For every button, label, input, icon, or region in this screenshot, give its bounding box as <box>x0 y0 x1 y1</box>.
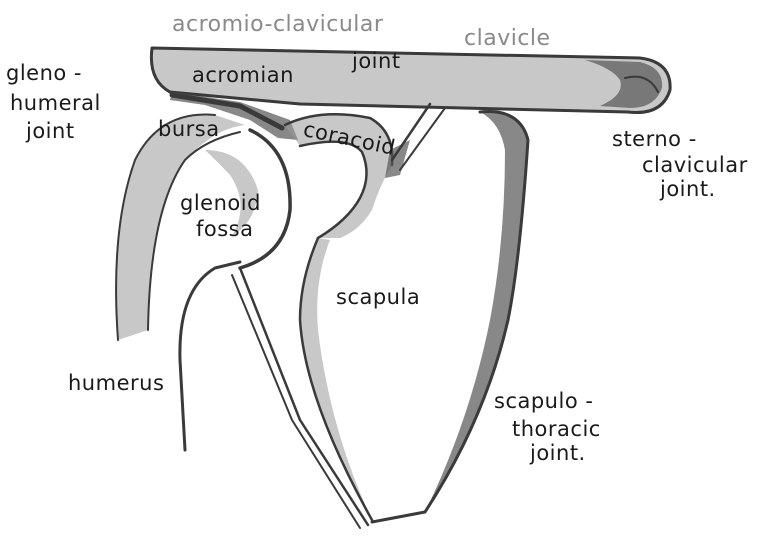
label-sterno-3: joint. <box>660 177 716 201</box>
humerus-bone <box>115 113 245 452</box>
label-gleno-3: joint <box>26 119 75 143</box>
glenoid-head <box>205 128 292 270</box>
label-acromio-joint: joint <box>352 49 401 73</box>
label-scapulo-1: scapulo - <box>494 389 594 413</box>
label-gleno-1: gleno - <box>6 61 82 85</box>
clavicle-bone <box>149 46 672 115</box>
label-scapulo-2: thoracic <box>512 417 601 441</box>
scapula-bone <box>231 102 530 529</box>
label-sterno-2: clavicular <box>642 153 748 177</box>
label-acromio-clavicular: acromio-clavicular <box>172 12 384 37</box>
label-clavicle: clavicle <box>464 26 551 51</box>
label-glenoid-1: glenoid <box>180 191 261 215</box>
label-scapula: scapula <box>336 285 421 309</box>
label-humerus: humerus <box>68 371 165 395</box>
label-scapulo-3: joint. <box>530 441 586 465</box>
label-bursa: bursa <box>158 117 220 141</box>
label-glenoid-2: fossa <box>196 217 254 241</box>
label-gleno-2: humeral <box>10 91 101 115</box>
label-sterno-1: sterno - <box>612 127 697 151</box>
acromion-region <box>169 92 298 140</box>
coracoid-bone <box>283 113 410 240</box>
label-acromian: acromian <box>192 63 294 87</box>
